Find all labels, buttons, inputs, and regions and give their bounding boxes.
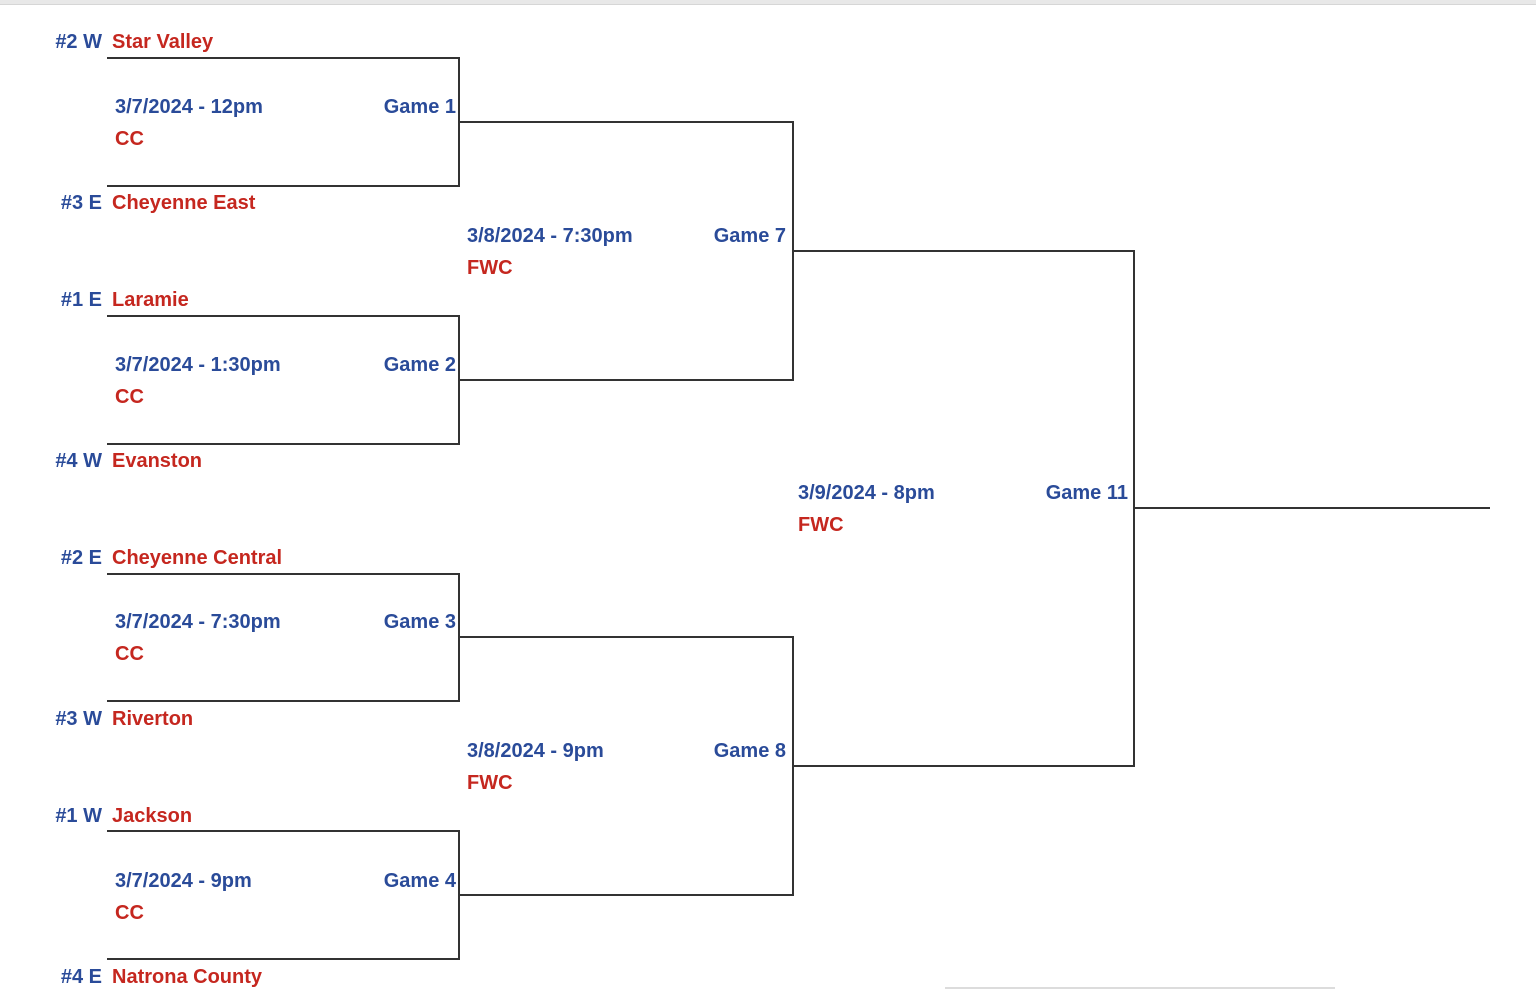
team-row-riverton: #3 W Riverton xyxy=(30,708,193,730)
team-row-jackson: #1 W Jackson xyxy=(30,805,192,827)
bracket-line xyxy=(458,121,794,123)
seed-label: #3 E xyxy=(60,191,102,214)
seed-label: #2 W xyxy=(55,30,102,53)
bracket-line xyxy=(107,185,460,187)
game-venue: CC xyxy=(115,643,144,665)
team-name: Natrona County xyxy=(112,965,262,988)
team-name: Cheyenne Central xyxy=(112,546,283,569)
game-label: Game 4 xyxy=(383,870,456,892)
game-label: Game 7 xyxy=(713,225,786,247)
top-divider-bar xyxy=(0,0,1536,5)
team-row-cheyenne-east: #3 E Cheyenne East xyxy=(30,191,256,214)
team-name: Jackson xyxy=(112,804,193,827)
game-datetime: 3/7/2024 - 1:30pm xyxy=(115,354,281,376)
seed-label: #4 W xyxy=(55,449,102,472)
game-datetime: 3/7/2024 - 12pm xyxy=(115,96,263,118)
bracket-line xyxy=(1133,507,1490,509)
game-label: Game 8 xyxy=(713,740,786,762)
bracket-line xyxy=(458,636,794,638)
game-label: Game 1 xyxy=(383,96,456,118)
game-datetime: 3/8/2024 - 9pm xyxy=(467,740,604,762)
bracket-line xyxy=(107,443,460,445)
game-label: Game 2 xyxy=(383,354,456,376)
team-row-star-valley: #2 W Star Valley xyxy=(30,31,213,53)
team-row-cheyenne-central: #2 E Cheyenne Central xyxy=(30,547,282,569)
seed-label: #2 E xyxy=(60,546,102,569)
team-name: Riverton xyxy=(112,707,194,730)
game-datetime: 3/7/2024 - 9pm xyxy=(115,870,252,892)
bracket-line xyxy=(107,700,460,702)
bracket-line xyxy=(107,958,460,960)
team-name: Star Valley xyxy=(112,30,214,53)
team-row-laramie: #1 E Laramie xyxy=(30,289,189,311)
game-venue: CC xyxy=(115,128,144,150)
bracket-line xyxy=(792,250,1135,252)
game-venue: CC xyxy=(115,902,144,924)
bracket-line xyxy=(107,830,460,832)
game-datetime: 3/9/2024 - 8pm xyxy=(798,482,935,504)
team-name: Cheyenne East xyxy=(112,191,256,214)
seed-label: #4 E xyxy=(60,965,102,988)
game-datetime: 3/8/2024 - 7:30pm xyxy=(467,225,633,247)
game-label: Game 11 xyxy=(1045,482,1128,504)
bracket-line xyxy=(458,379,794,381)
seed-label: #1 W xyxy=(55,804,102,827)
game-venue: FWC xyxy=(798,514,844,536)
bracket-line xyxy=(792,765,1135,767)
team-name: Laramie xyxy=(112,288,189,311)
bracket-line xyxy=(107,573,460,575)
bracket-line xyxy=(107,57,460,59)
game-venue: FWC xyxy=(467,257,513,279)
seed-label: #3 W xyxy=(55,707,102,730)
bracket-line xyxy=(458,894,794,896)
team-row-evanston: #4 W Evanston xyxy=(30,450,202,472)
team-row-natrona-county: #4 E Natrona County xyxy=(30,966,262,988)
bottom-partial-line xyxy=(945,987,1335,989)
bracket-line xyxy=(107,315,460,317)
game-venue: FWC xyxy=(467,772,513,794)
seed-label: #1 E xyxy=(60,288,102,311)
team-name: Evanston xyxy=(112,449,203,472)
game-label: Game 3 xyxy=(383,611,456,633)
game-datetime: 3/7/2024 - 7:30pm xyxy=(115,611,281,633)
game-venue: CC xyxy=(115,386,144,408)
